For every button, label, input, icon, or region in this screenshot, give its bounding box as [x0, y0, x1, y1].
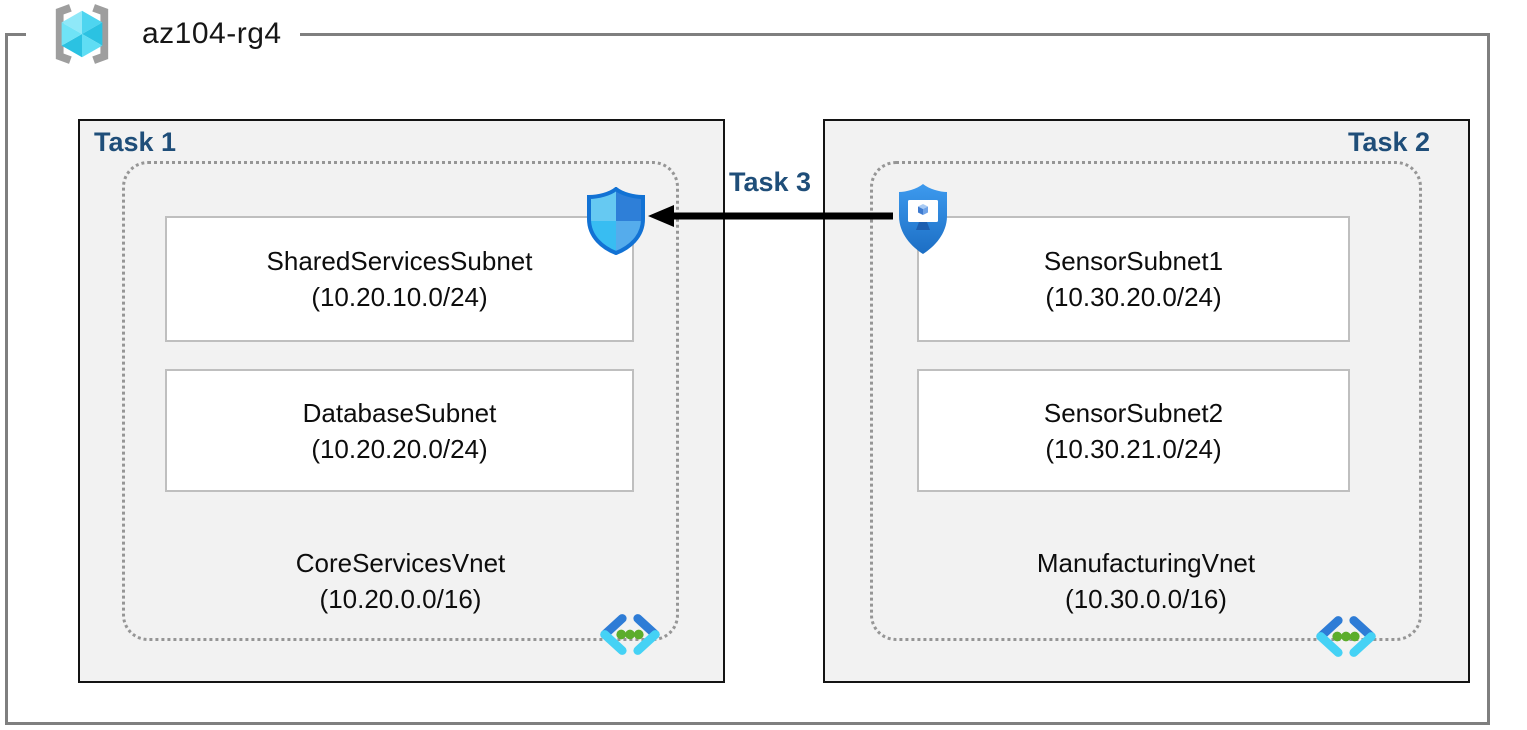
task2-label: Task 2 — [1347, 127, 1430, 157]
task2-box: Task 2 SensorSubnet1 (10.30.20.0/24) Sen… — [823, 119, 1470, 683]
resource-group-header: az104-rg4 — [26, 0, 300, 68]
resource-group-name: az104-rg4 — [142, 17, 282, 50]
core-services-vnet-label: CoreServicesVnet (10.20.0.0/16) — [122, 545, 679, 617]
resource-group-boundary — [5, 33, 1490, 725]
database-subnet-box: DatabaseSubnet (10.20.20.0/24) — [165, 369, 634, 492]
sensor-subnet1-box: SensorSubnet1 (10.30.20.0/24) — [917, 216, 1350, 342]
subnet-cidr: (10.30.20.0/24) — [1045, 282, 1222, 312]
task3-label: Task 3 — [728, 167, 812, 197]
manufacturing-vnet-label: ManufacturingVnet (10.30.0.0/16) — [870, 545, 1422, 617]
vnet-cidr: (10.30.0.0/16) — [1065, 584, 1227, 614]
subnet-cidr: (10.30.21.0/24) — [1045, 433, 1222, 464]
subnet-name: SensorSubnet1 — [1043, 246, 1224, 276]
subnet-name: DatabaseSubnet — [302, 397, 497, 428]
resource-group-icon — [55, 4, 109, 64]
vnet-name: CoreServicesVnet — [295, 548, 506, 578]
manufacturing-vnet-boundary — [870, 161, 1422, 641]
subnet-cidr: (10.20.20.0/24) — [311, 433, 488, 464]
vnet-cidr: (10.20.0.0/16) — [319, 584, 482, 614]
sensor-subnet2-box: SensorSubnet2 (10.30.21.0/24) — [917, 369, 1350, 492]
subnet-name: SharedServicesSubnet — [266, 246, 533, 276]
virtual-network-icon — [1316, 616, 1376, 657]
subnet-name: SensorSubnet2 — [1043, 397, 1224, 428]
task1-label: Task 1 — [94, 127, 177, 157]
task3-arrow — [648, 205, 893, 227]
subnet-cidr: (10.20.10.0/24) — [311, 282, 488, 312]
task1-box: Task 1 SharedServicesSubnet (10.20.10.0/… — [78, 119, 725, 683]
vnet-name: ManufacturingVnet — [1036, 548, 1256, 578]
network-security-shield-icon — [587, 187, 645, 255]
core-services-vnet-boundary — [122, 161, 679, 641]
shared-services-subnet-box: SharedServicesSubnet (10.20.10.0/24) — [165, 216, 634, 342]
virtual-network-icon — [600, 614, 660, 655]
bastion-shield-icon — [899, 184, 947, 254]
